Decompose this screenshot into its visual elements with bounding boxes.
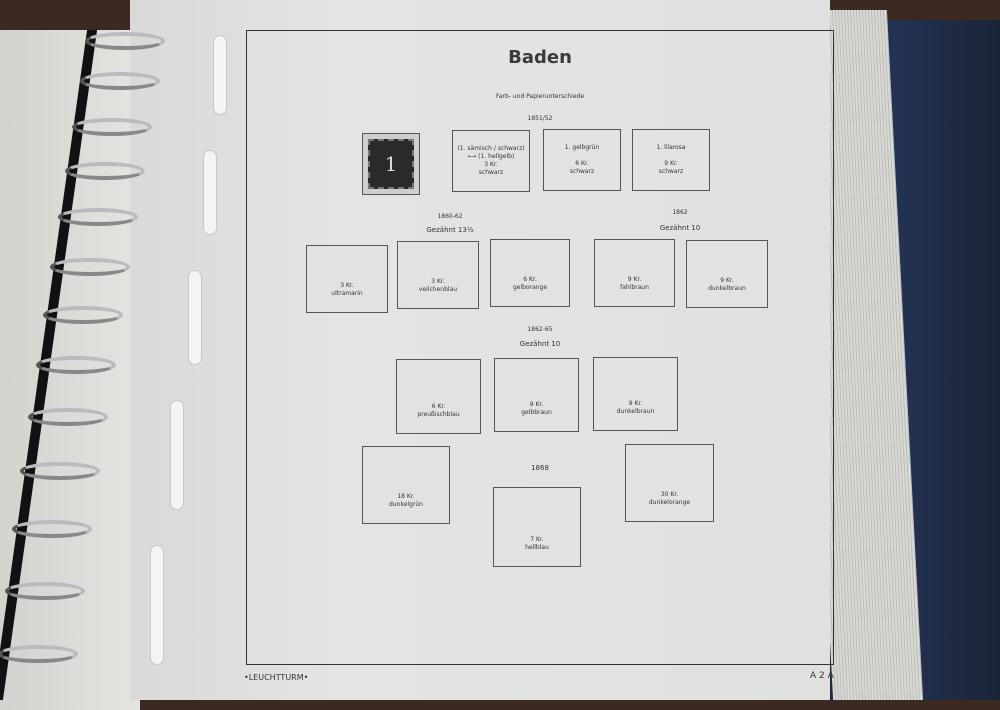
- group-year: 1851/52: [527, 115, 553, 122]
- stamp-mount: 9 Kr.dunkelbraun: [686, 240, 768, 308]
- stamp-mount: 18 Kr.dunkelgrün: [362, 446, 450, 524]
- punch-slot: [170, 400, 184, 510]
- binder-ring: [36, 356, 116, 374]
- binder-ring: [20, 462, 100, 480]
- group-year: 1862-65: [527, 326, 553, 333]
- stamp-mount: 9 Kr.dunkelbraun: [593, 357, 678, 431]
- group-perforation: Gezähnt 10: [519, 340, 561, 348]
- group-perforation: Gezähnt 10: [659, 224, 701, 232]
- page-subtitle: Farb- und Papierunterschiede: [495, 93, 585, 100]
- group-year: 1862: [672, 209, 688, 216]
- stamp-mount: 9 Kr.fahlbraun: [594, 239, 675, 307]
- stamp-mount: 9 Kr.gelbbraun: [494, 358, 579, 432]
- group-year: 1868: [531, 464, 549, 472]
- page-number: A 2 A: [810, 671, 834, 681]
- punch-slot: [203, 150, 217, 235]
- binder-ring: [50, 258, 130, 276]
- stamp-mount: 7 Kr.hellblau: [493, 487, 581, 567]
- binder-ring: [28, 408, 108, 426]
- page-title: Baden: [508, 47, 572, 68]
- binder-ring: [58, 208, 138, 226]
- binder-ring: [80, 72, 160, 90]
- page-frame: [246, 30, 834, 665]
- stamp-mount: 6 Kr.preußischblau: [396, 359, 481, 434]
- binder-ring: [0, 645, 78, 663]
- binder-ring: [72, 118, 152, 136]
- punch-slot: [188, 270, 202, 365]
- stamp-mount: 30 Kr.dunkelorange: [625, 444, 714, 522]
- binder-ring: [12, 520, 92, 538]
- stamp-image: 1: [362, 133, 420, 195]
- punch-slot: [213, 35, 227, 115]
- stamp-mount: 6 Kr.gelborange: [490, 239, 570, 307]
- stamp-mount: (1. sämisch / schwarz) ⟷ (1. hellgelb)3 …: [452, 130, 530, 192]
- binder-ring: [65, 162, 145, 180]
- group-year: 1860-62: [437, 213, 463, 220]
- stamp-mount: 3 Kr.ultramarin: [306, 245, 388, 313]
- group-perforation: Gezähnt 13½: [426, 226, 474, 234]
- binder-ring: [43, 306, 123, 324]
- stamp-mount: 3 Kr.veilchenblau: [397, 241, 479, 309]
- binder-ring: [5, 582, 85, 600]
- footer-brand: •LEUCHTTURM•: [244, 673, 309, 682]
- punch-slot: [150, 545, 164, 665]
- binder-ring: [85, 32, 165, 50]
